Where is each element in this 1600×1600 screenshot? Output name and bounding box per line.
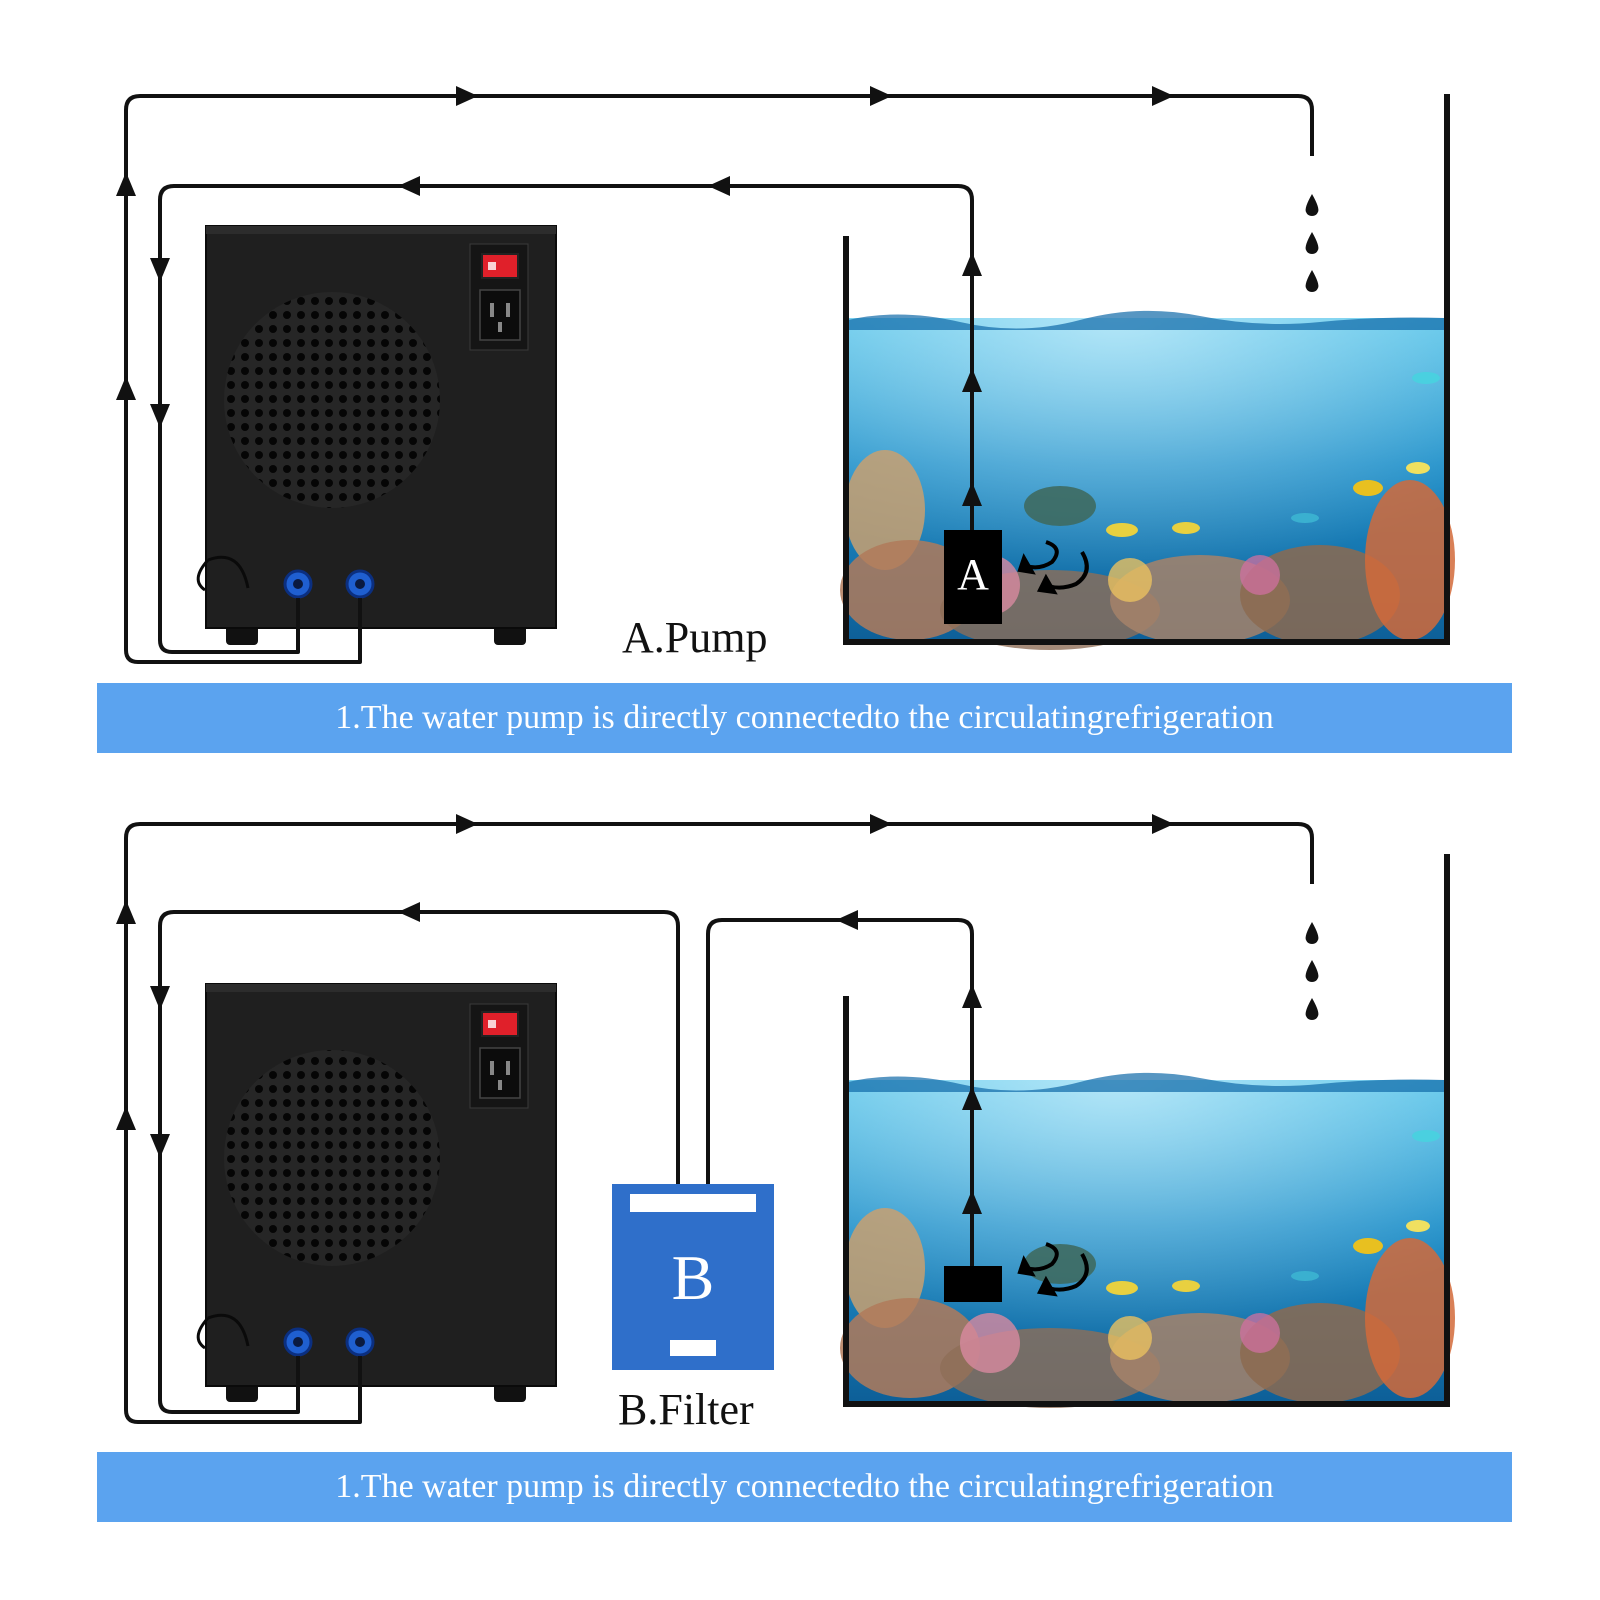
chiller-unit (196, 225, 557, 645)
coral-reef (840, 1208, 1455, 1408)
chiller-foot-right (494, 625, 526, 645)
return-pipe (124, 822, 1314, 1424)
filter-b-box (612, 1184, 774, 1370)
chiller-foot-left (226, 625, 258, 645)
flow-arrow-icon (116, 86, 1174, 506)
fish-group (1024, 372, 1440, 537)
power-cord-loop (196, 555, 250, 592)
power-switch-icon[interactable] (481, 1011, 519, 1037)
outlet-fitting (345, 569, 375, 599)
fish-group (1024, 1130, 1440, 1295)
panel-b-diagram (116, 814, 1455, 1424)
panel-b: B B.Filter 1.The water pump is directly … (0, 760, 1600, 1540)
panel-a-caption: 1.The water pump is directly connectedto… (97, 683, 1512, 753)
power-switch-icon[interactable] (481, 253, 519, 279)
inlet-fitting (283, 569, 313, 599)
flow-arrow-icon (116, 814, 1174, 1214)
tank-walls (843, 854, 1450, 1407)
panel-b-caption: 1.The water pump is directly connectedto… (97, 1452, 1512, 1522)
supply-pipe (158, 184, 974, 654)
outlet-fitting (345, 1327, 375, 1357)
panel-a-label: A.Pump (622, 613, 768, 662)
pump-a-box (944, 530, 1002, 624)
power-socket-icon (479, 289, 521, 341)
chiller-unit (196, 983, 557, 1402)
inlet-fitting (283, 1327, 313, 1357)
chiller-to-filter-pipe (158, 910, 680, 1414)
panel-a-diagram (116, 86, 1455, 664)
water-drop-icon (1305, 194, 1319, 293)
aquarium-tank (840, 94, 1455, 650)
water-drop-icon (1305, 922, 1319, 1021)
filter-b-letter: B (671, 1242, 715, 1313)
power-socket-icon (479, 1047, 521, 1099)
panel-b-label: B.Filter (618, 1385, 754, 1434)
aquarium-tank (840, 854, 1455, 1408)
filter-top-slot (630, 1194, 756, 1212)
filter-bottom-slot (670, 1340, 716, 1356)
pump-a-letter: A (957, 550, 989, 599)
pump-box (944, 1266, 1002, 1302)
swirl-arrow-icon (1017, 540, 1089, 595)
swirl-arrow-icon (1017, 1242, 1089, 1297)
return-pipe (124, 94, 1314, 664)
power-cord-loop (196, 1313, 250, 1350)
tank-walls (843, 94, 1450, 645)
panel-a: A A.Pump 1.The water pump is directly co… (0, 0, 1600, 780)
